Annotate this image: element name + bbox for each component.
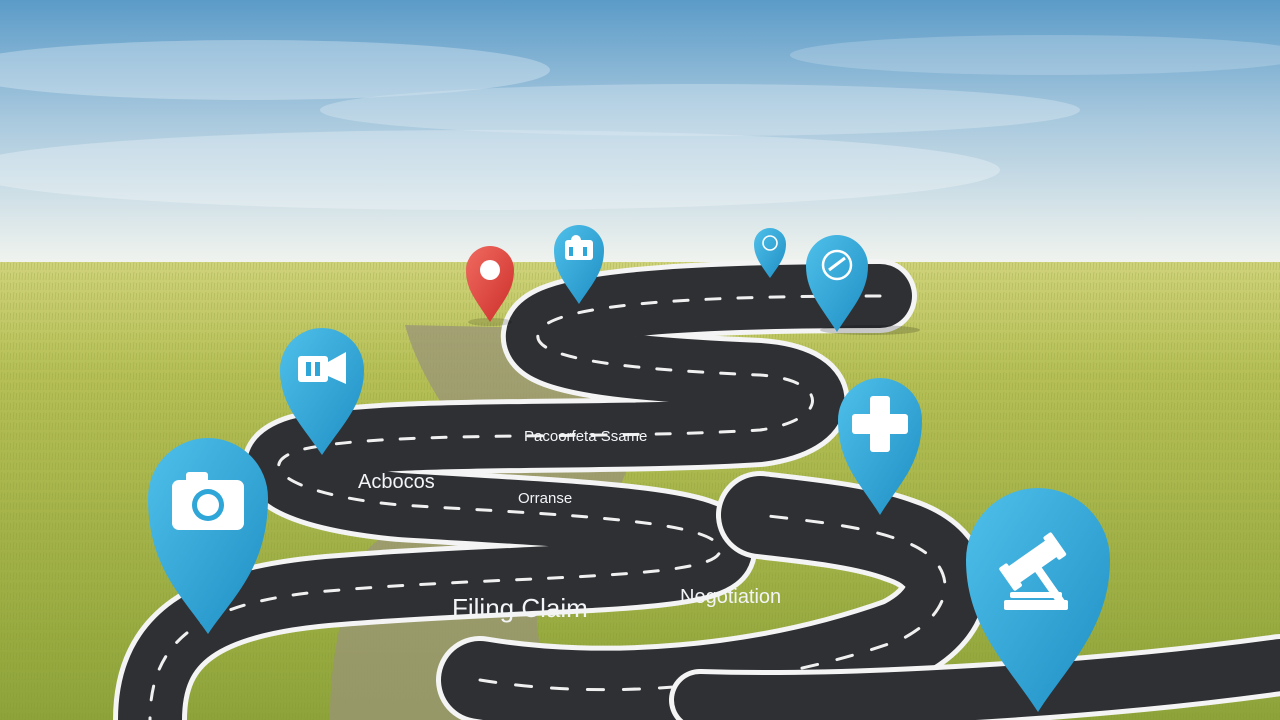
road-label-top: Pacoorfeta Ssame — [524, 428, 647, 445]
medical-cross-pin-icon — [838, 378, 922, 515]
document-pin-icon — [554, 225, 604, 304]
sky — [0, 0, 1280, 268]
road-label-filing-claim: Filing Claim — [452, 593, 588, 623]
clouds — [0, 35, 1280, 210]
small-info-pin-icon — [754, 228, 786, 278]
camera-pin-icon — [148, 438, 268, 634]
gavel-pin-icon — [966, 488, 1110, 712]
road-label-middle: Orranse — [518, 490, 572, 507]
phone-pin-icon — [806, 235, 920, 335]
winding-road — [113, 259, 1280, 720]
road-label-left: Acbocos — [358, 471, 435, 493]
road-label-negotiation: Negotiation — [680, 586, 781, 608]
video-camera-pin-icon — [280, 328, 364, 455]
location-pin-icon — [466, 246, 514, 326]
